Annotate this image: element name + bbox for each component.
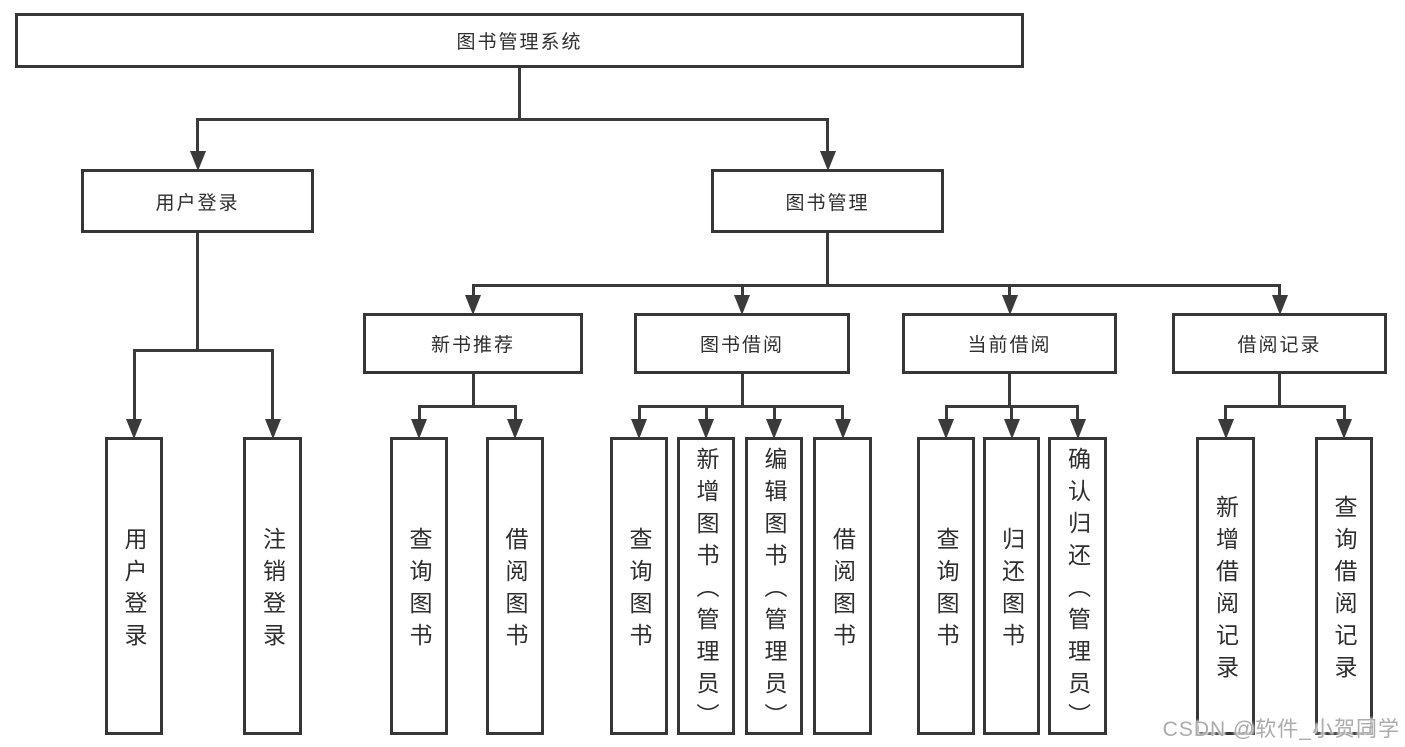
node-label: 查询借阅记录 <box>1331 494 1357 687</box>
node-label: 新增借阅记录 <box>1212 494 1239 687</box>
arrow-down-icon <box>698 419 714 439</box>
connector-hline <box>471 283 1281 287</box>
arrow-down-icon <box>1217 419 1234 439</box>
node-label: 查询图书 <box>933 526 959 655</box>
arrow-down-icon <box>189 151 206 171</box>
node-label: 编辑图书（管理员） <box>761 446 787 735</box>
node-label: 新增图书（管理员） <box>693 446 719 735</box>
connector-vline <box>841 406 844 423</box>
node-borrow-records: 借阅记录 <box>1172 313 1387 374</box>
arrow-down-icon <box>938 419 954 439</box>
connector-vline <box>471 285 475 299</box>
connector-vline <box>740 373 744 408</box>
connector-vline <box>826 232 829 287</box>
node-label: 查询图书 <box>626 526 652 655</box>
node-leaf-logout: 注销登录 <box>243 437 302 735</box>
connector-vline <box>196 232 199 352</box>
node-label: 新书推荐 <box>430 335 515 356</box>
connector-vline <box>196 119 199 155</box>
arrow-down-icon <box>834 419 851 439</box>
arrow-down-icon <box>734 295 750 315</box>
connector-vline <box>1342 406 1346 423</box>
node-leaf-add-book: 新增图书（管理员） <box>677 437 735 735</box>
connector-vline <box>944 406 948 423</box>
node-leaf-user-login: 用户登录 <box>105 437 163 735</box>
node-user-login: 用户登录 <box>81 169 314 233</box>
connector-vline <box>740 285 744 299</box>
connector-vline <box>132 350 136 423</box>
connector-vline <box>1224 406 1227 423</box>
node-leaf-query-borrow-record: 查询借阅记录 <box>1315 437 1373 735</box>
watermark: CSDN @软件_小贺同学 <box>1162 718 1400 741</box>
node-leaf-borrow-book-2: 借阅图书 <box>813 437 872 735</box>
arrow-down-icon <box>126 419 142 439</box>
connector-vline <box>471 373 475 408</box>
connector-vline <box>1278 285 1281 299</box>
node-leaf-query-book-1: 查询图书 <box>390 437 448 735</box>
node-label: 注销登录 <box>259 526 286 655</box>
connector-vline <box>637 406 641 423</box>
connector-vline <box>1076 406 1079 423</box>
arrow-down-icon <box>264 419 281 439</box>
connector-hline <box>1224 404 1346 408</box>
connector-hline <box>132 348 274 352</box>
connector-vline <box>826 119 829 155</box>
node-label: 借阅图书 <box>829 526 856 655</box>
node-label: 用户登录 <box>155 192 240 214</box>
connector-hline <box>417 404 517 408</box>
node-leaf-borrow-book-1: 借阅图书 <box>486 437 544 735</box>
node-label: 当前借阅 <box>967 335 1052 356</box>
node-leaf-return-book: 归还图书 <box>983 437 1040 735</box>
node-book-mgmt: 图书管理 <box>711 169 944 233</box>
arrow-down-icon <box>766 419 782 439</box>
connector-vline <box>1010 406 1013 423</box>
connector-vline <box>417 406 421 423</box>
node-book-borrow: 图书借阅 <box>634 313 850 374</box>
arrow-down-icon <box>1271 295 1288 315</box>
node-leaf-confirm-return: 确认归还（管理员） <box>1048 437 1107 735</box>
connector-vline <box>704 406 708 423</box>
connector-hline <box>637 404 844 408</box>
connector-vline <box>1008 285 1011 299</box>
arrow-down-icon <box>1336 419 1352 439</box>
node-label: 图书借阅 <box>699 335 784 356</box>
connector-vline <box>772 406 776 423</box>
arrow-down-icon <box>1003 419 1020 439</box>
node-label: 确认归还（管理员） <box>1064 446 1091 735</box>
arrow-down-icon <box>631 419 647 439</box>
connector-vline <box>518 67 521 121</box>
arrow-down-icon <box>1001 295 1018 315</box>
node-label: 归还图书 <box>998 526 1025 655</box>
arrow-down-icon <box>1069 419 1086 439</box>
arrow-down-icon <box>819 151 836 171</box>
arrow-down-icon <box>507 419 523 439</box>
node-root: 图书管理系统 <box>15 13 1024 68</box>
node-label: 用户登录 <box>121 526 147 655</box>
node-label: 图书管理系统 <box>456 32 583 53</box>
arrow-down-icon <box>465 295 481 315</box>
node-new-book-rec: 新书推荐 <box>363 313 583 374</box>
connector-vline <box>1008 373 1011 408</box>
node-leaf-query-book-2: 查询图书 <box>610 437 668 735</box>
node-label: 借阅图书 <box>502 526 528 655</box>
node-label: 查询图书 <box>406 526 432 655</box>
connector-hline <box>196 117 829 121</box>
connector-vline <box>271 350 274 423</box>
node-current-borrow: 当前借阅 <box>902 313 1117 374</box>
node-leaf-add-borrow-record: 新增借阅记录 <box>1196 437 1255 735</box>
node-label: 借阅记录 <box>1237 335 1322 356</box>
node-label: 图书管理 <box>785 192 870 214</box>
connector-vline <box>1278 373 1281 408</box>
arrow-down-icon <box>411 419 427 439</box>
node-leaf-query-book-3: 查询图书 <box>917 437 975 735</box>
node-leaf-edit-book: 编辑图书（管理员） <box>745 437 803 735</box>
connector-vline <box>513 406 517 423</box>
